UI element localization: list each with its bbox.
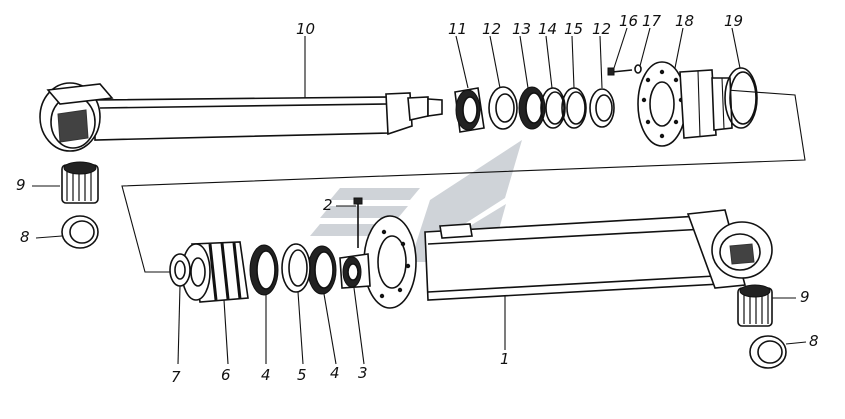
rod-eye — [39, 82, 114, 152]
label-part-12-right: 12 — [592, 20, 612, 38]
o-ring-19 — [724, 67, 758, 129]
retaining-ring-lower — [749, 335, 787, 369]
label-part-4-left: 4 — [261, 366, 271, 384]
nut-11 — [454, 87, 485, 133]
label-part-4-right: 4 — [330, 364, 340, 382]
label-part-8-upper: 8 — [20, 228, 30, 246]
ring-12-right — [589, 88, 615, 128]
label-part-6: 6 — [221, 366, 231, 384]
pin-2 — [353, 197, 363, 248]
label-part-11: 11 — [448, 20, 468, 38]
seal-13 — [518, 86, 546, 130]
label-part-17: 17 — [642, 12, 662, 30]
bushing-lower — [737, 284, 773, 327]
label-part-8-lower: 8 — [809, 332, 819, 350]
piston-face-7 — [169, 253, 191, 287]
cylinder-body — [363, 209, 747, 309]
label-part-3: 3 — [358, 364, 368, 382]
bushing-upper — [61, 161, 99, 204]
label-part-1: 1 — [500, 350, 510, 368]
ring-14 — [540, 87, 566, 129]
ring-12-left — [488, 86, 518, 130]
assembly-path-lines — [121, 87, 806, 273]
label-part-14: 14 — [538, 20, 558, 38]
leader-lines — [32, 27, 807, 365]
label-part-7: 7 — [171, 368, 181, 386]
washer-17 — [634, 64, 642, 74]
label-part-13: 13 — [512, 20, 532, 38]
screw-16 — [607, 67, 633, 76]
label-part-9-lower: 9 — [800, 288, 810, 306]
label-part-16: 16 — [619, 12, 639, 30]
label-part-19: 19 — [724, 12, 744, 30]
label-part-15: 15 — [564, 20, 584, 38]
piston-6 — [181, 241, 249, 303]
ring-4-left — [249, 244, 279, 296]
cylinder-head-18 — [637, 61, 733, 147]
label-part-9-upper: 9 — [16, 176, 26, 194]
ring-4-right — [307, 245, 337, 295]
label-part-10: 10 — [296, 20, 316, 38]
label-part-5: 5 — [297, 366, 307, 384]
nut-3 — [339, 253, 371, 289]
label-part-12-left: 12 — [482, 20, 502, 38]
cylinder-eye — [711, 221, 773, 279]
ring-5 — [281, 243, 311, 293]
piston-rod — [94, 92, 443, 141]
label-part-18: 18 — [675, 12, 695, 30]
retaining-ring-upper — [61, 215, 99, 249]
label-part-2: 2 — [323, 196, 333, 214]
